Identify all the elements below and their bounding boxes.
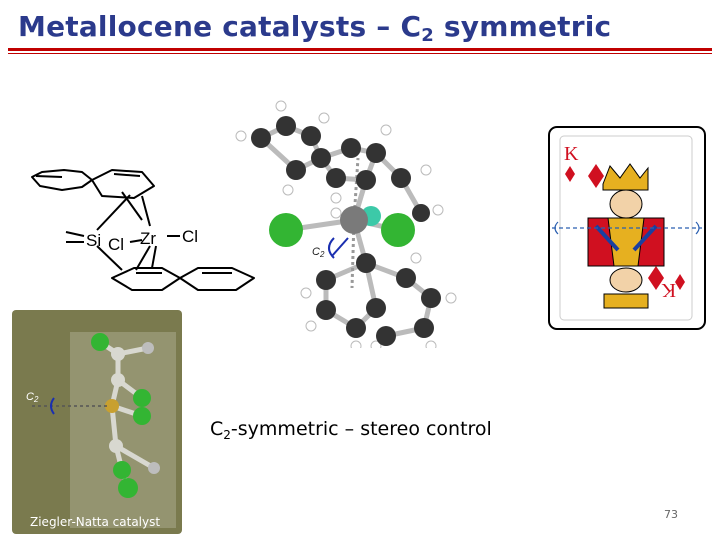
title-rule-thin [8,53,712,54]
slide-title: Metallocene catalysts – C2 symmetric [18,10,611,46]
cl-right-label: Cl [182,227,198,246]
diamond-icon [565,166,575,182]
caption-text-end: -symmetric – stereo control [230,418,492,440]
diamond-icon [648,266,664,290]
c2-axis-label: C2 [312,246,325,259]
si-atom-label: Si [86,231,101,250]
diamond-icon [675,274,685,290]
c2-axis-label: C2 [26,391,39,404]
zirconocene-structure: Si Cl Zr Cl [31,169,255,291]
king-figure-icon [587,163,665,309]
caption-subscript: 2 [223,428,231,442]
c2-caption: C2-symmetric – stereo control [210,418,492,442]
rotation-arrow-icon [554,221,559,235]
title-subscript: 2 [421,25,434,46]
card-rank-bottom: K [661,279,676,301]
title-text-end: symmetric [433,10,612,43]
card-rank-top: K [564,143,579,165]
chlorine-atom-left [269,213,303,247]
title-rule [8,48,712,51]
caption-text: C [210,418,224,440]
cl-left-label: Cl [108,235,124,254]
ziegler-natta-image: C2 [12,310,182,534]
ball-and-stick-model: C2 [235,100,457,348]
zirconium-atom [340,206,368,234]
king-of-diamonds-card: K K [548,126,706,330]
catalyst-image-caption: Ziegler-Natta catalyst [30,515,161,529]
lower-cyclopentadienyl-ring [111,267,181,291]
titanium-atom [105,399,119,413]
title-text: Metallocene catalysts – C [18,10,422,43]
lower-indenyl-ring [179,267,255,291]
diamond-icon [588,164,604,188]
upper-cyclopentadienyl-ring [91,169,155,199]
upper-indenyl-ring [31,169,93,191]
page-number: 73 [664,508,678,521]
title-bar: Metallocene catalysts – C2 symmetric [8,4,712,54]
chlorine-atom-right [381,213,415,247]
zr-atom-label: Zr [140,229,156,248]
rotation-arrow-icon [50,397,55,415]
rotation-arrow-icon [695,221,700,235]
